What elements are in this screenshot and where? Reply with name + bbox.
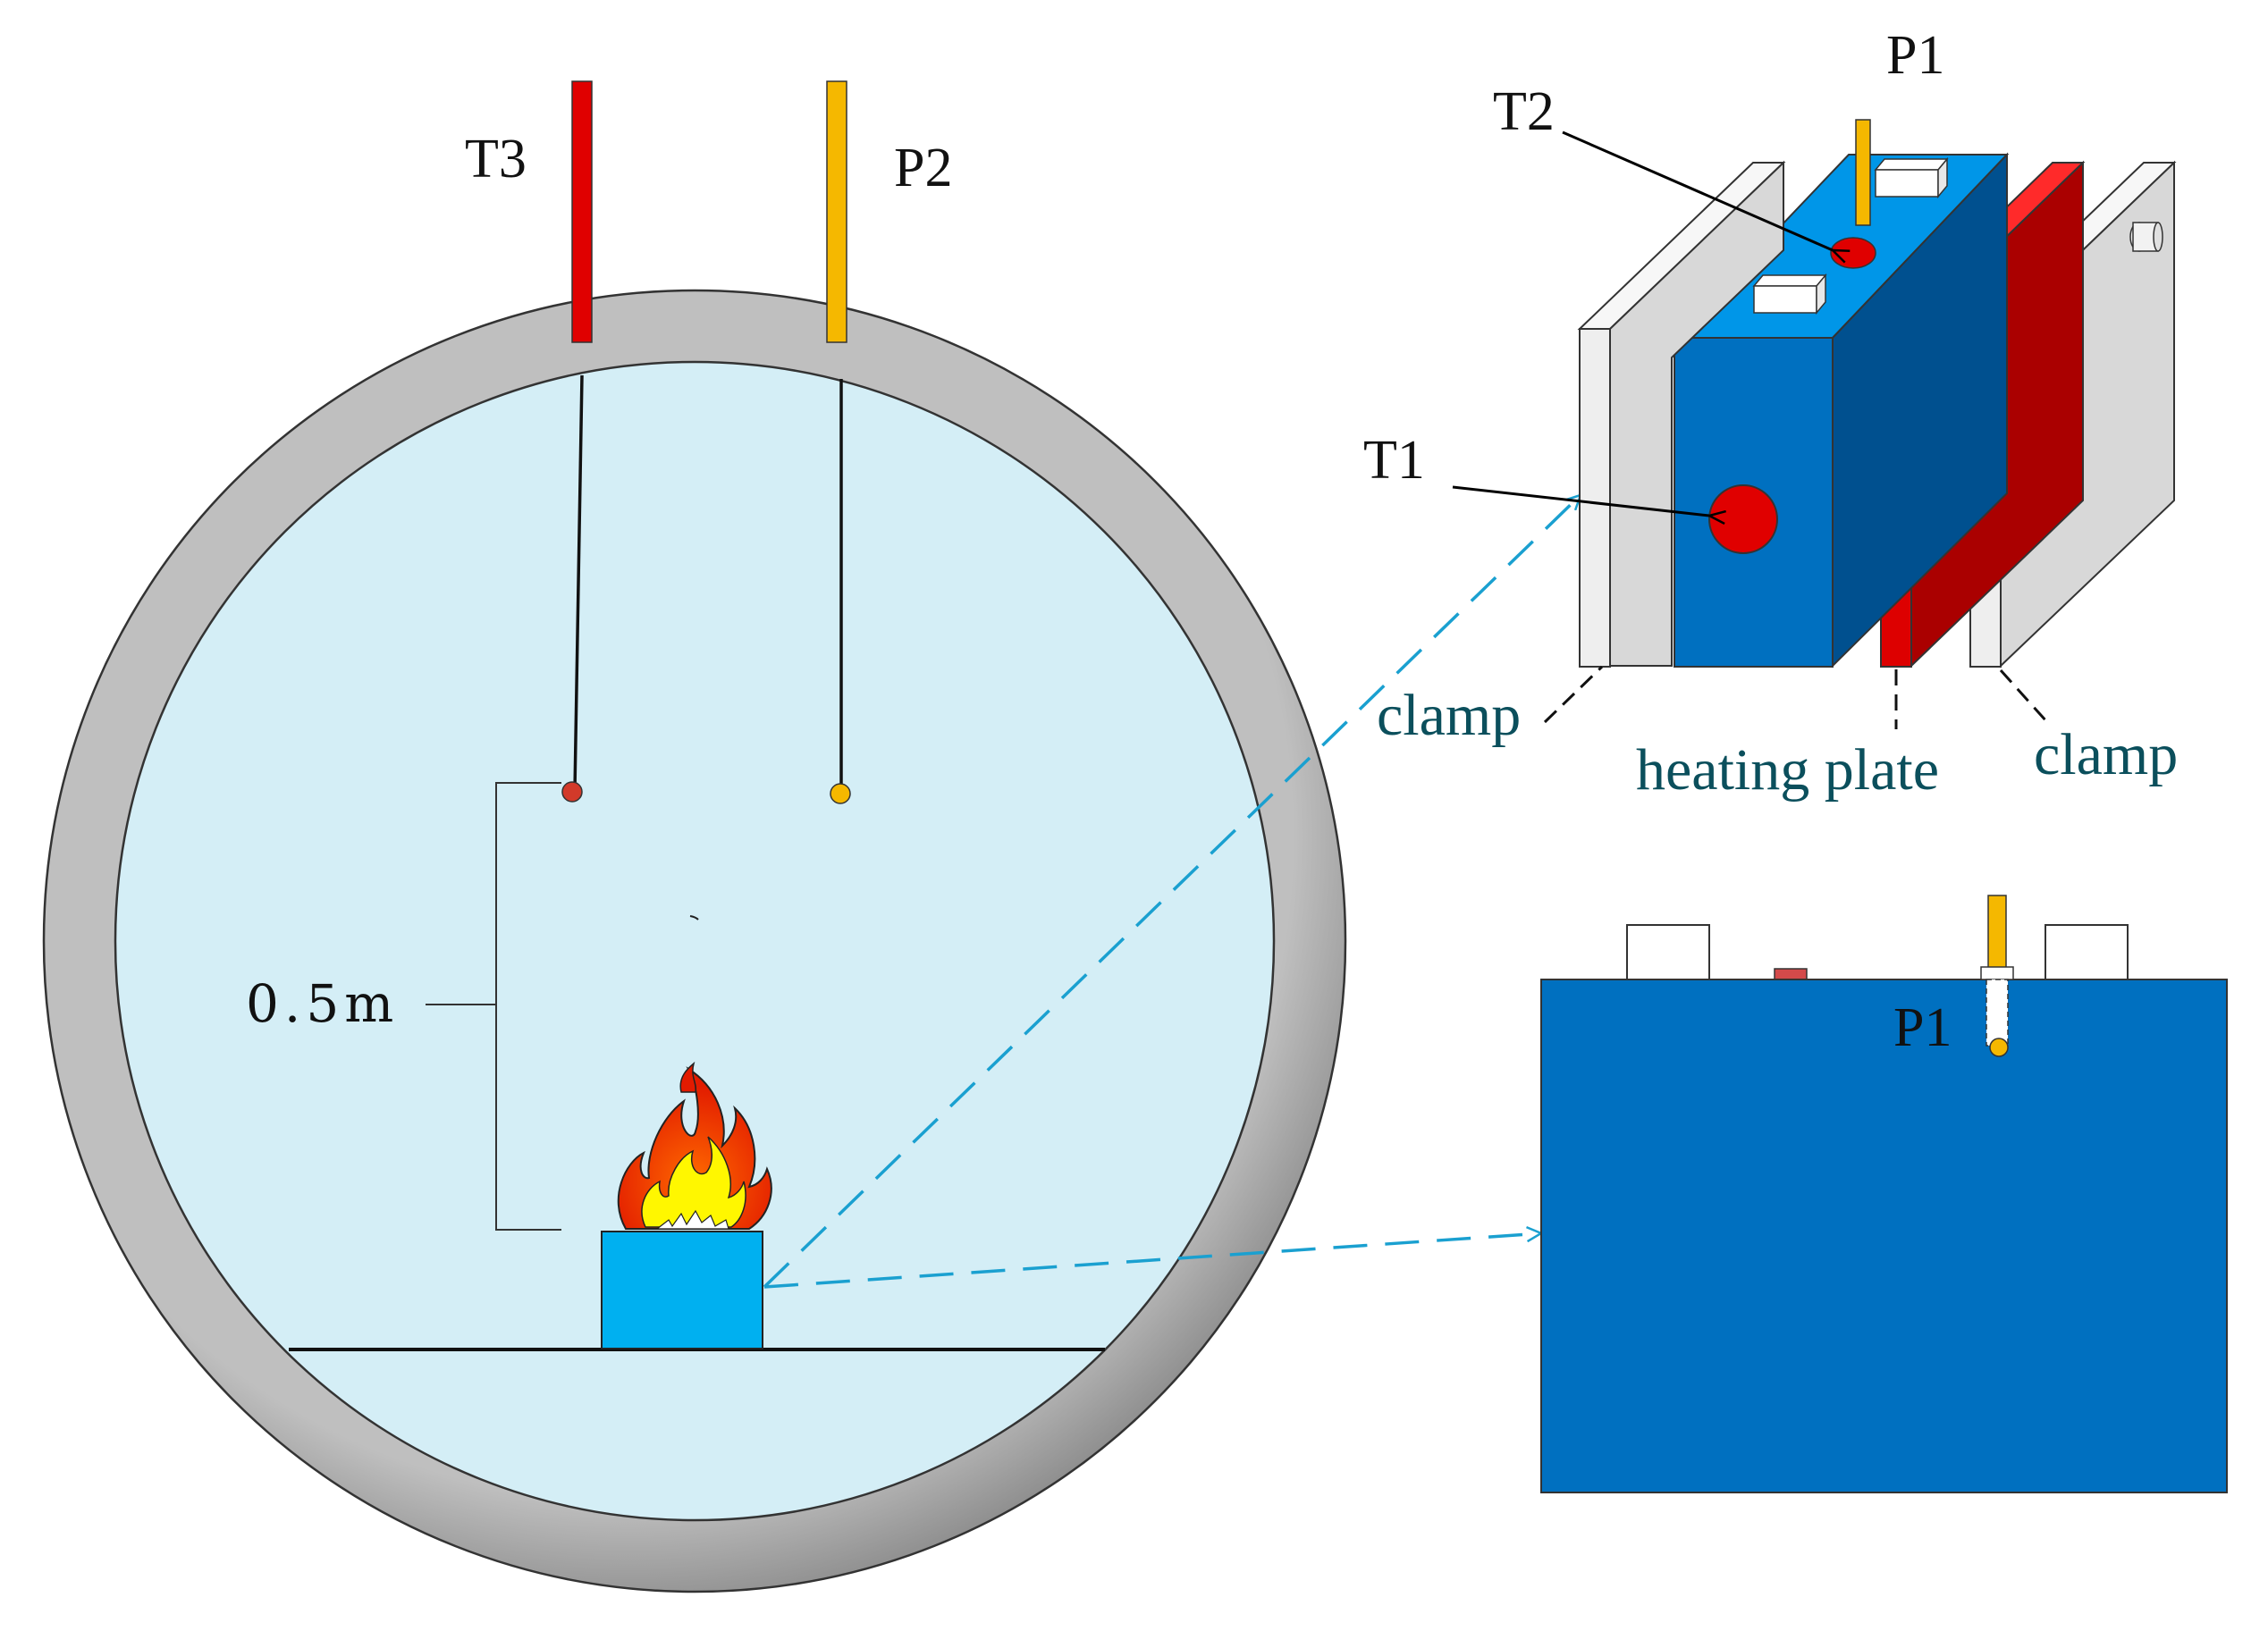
clamp-right-label: clamp bbox=[2034, 722, 2178, 787]
battery-front-view: P1 bbox=[1540, 895, 2228, 1493]
battery-cell bbox=[1672, 152, 2010, 668]
p1-front-tip bbox=[1989, 1038, 2009, 1057]
chamber-interior bbox=[114, 360, 1276, 1522]
terminal-front bbox=[1752, 273, 1827, 315]
distance-bracket-line bbox=[495, 782, 561, 1231]
burning-battery bbox=[601, 1061, 772, 1349]
t3-sensor-tip bbox=[561, 781, 583, 803]
clamp-right-bolt-icon-2 bbox=[2129, 222, 2163, 252]
clamp-left-front bbox=[1579, 328, 1611, 668]
p2-label: P2 bbox=[894, 138, 952, 198]
p2-sensor-tip bbox=[830, 783, 851, 804]
t2-label: T2 bbox=[1493, 81, 1555, 142]
battery-module: T2 T1 P1 clamp heating plate clamp bbox=[1363, 25, 2178, 803]
distance-bracket: 0.5m bbox=[246, 782, 561, 1231]
t3-wire bbox=[573, 374, 584, 791]
p1-front-rod bbox=[1987, 895, 2007, 970]
t1-label: T1 bbox=[1363, 430, 1425, 491]
p1-front-label: P1 bbox=[1893, 997, 1952, 1058]
t3-probe-rod bbox=[571, 80, 593, 343]
stray-mark bbox=[689, 915, 699, 921]
t1-arrow bbox=[1452, 485, 1709, 516]
p1-module-rod bbox=[1855, 119, 1871, 226]
battery-in-chamber bbox=[601, 1231, 763, 1349]
distance-label: 0.5m bbox=[246, 973, 399, 1034]
front-view-cell-body bbox=[1540, 979, 2228, 1493]
front-view-vent bbox=[1774, 968, 1808, 980]
test-chamber bbox=[42, 289, 1347, 1593]
callout-to-module bbox=[763, 495, 1581, 1289]
clamp-left bbox=[1577, 160, 1786, 668]
heating-plate-label: heating plate bbox=[1636, 737, 1939, 803]
t3-label: T3 bbox=[465, 129, 527, 189]
p1-front-sleeve bbox=[1986, 979, 2009, 1047]
callout-lines bbox=[763, 495, 1581, 1289]
p2-pressure-sensor: P2 bbox=[826, 80, 952, 804]
clamp-right-leader bbox=[1999, 668, 2049, 724]
p2-probe-rod bbox=[826, 80, 847, 343]
t2-sensor-dot bbox=[1830, 237, 1876, 269]
front-view-terminal-left bbox=[1626, 924, 1710, 987]
terminal-back bbox=[1874, 156, 1949, 199]
t2-arrow bbox=[1562, 130, 1833, 250]
t3-thermocouple: T3 bbox=[465, 80, 593, 803]
p1-front-fitting bbox=[1980, 966, 2014, 980]
clamp-left-leader bbox=[1543, 665, 1604, 724]
p1-module-label: P1 bbox=[1886, 25, 1944, 86]
callout-to-front-view bbox=[763, 1233, 1541, 1289]
t1-sensor-dot bbox=[1708, 484, 1778, 554]
front-view-terminal-right bbox=[2045, 924, 2129, 987]
clamp-left-label: clamp bbox=[1377, 683, 1521, 748]
fire-icon bbox=[617, 1061, 772, 1230]
